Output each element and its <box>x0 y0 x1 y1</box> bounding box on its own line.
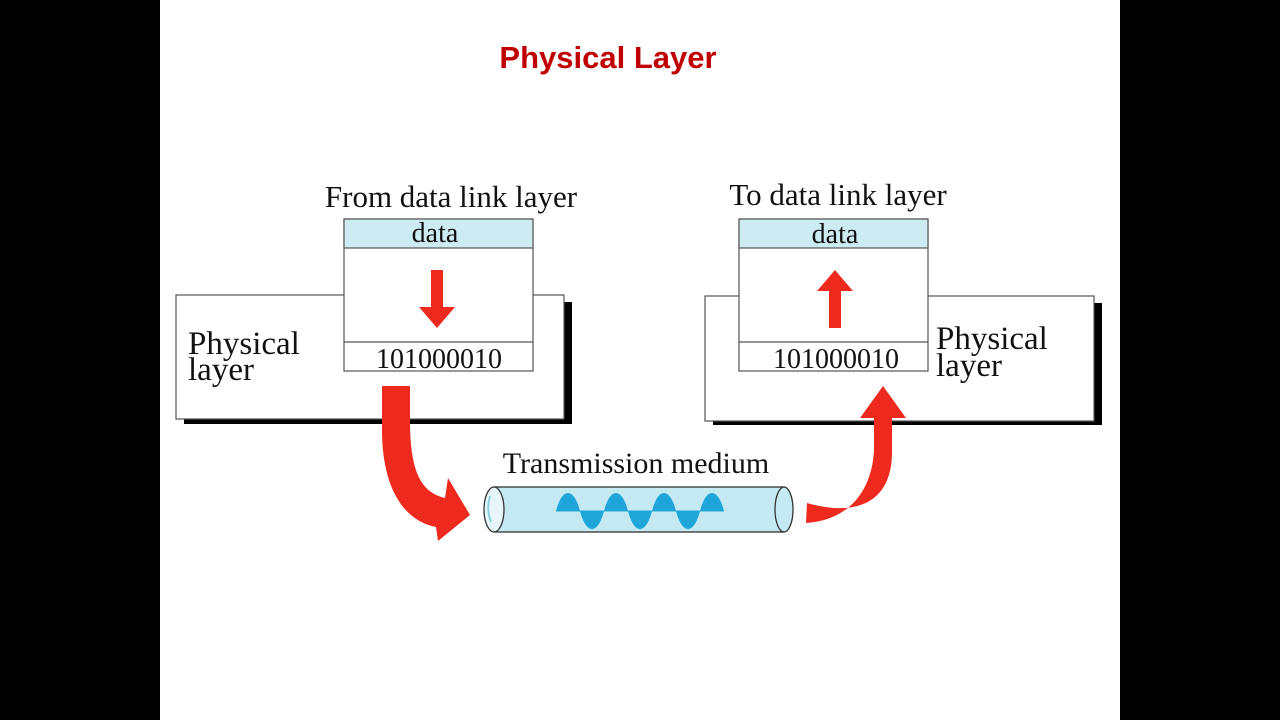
sender-layer-label-line2: layer <box>188 352 254 388</box>
sender-layer-label-line1: Physical <box>188 326 300 362</box>
curved-arrow-up-icon <box>806 386 906 523</box>
medium-group: Transmission medium <box>483 447 794 533</box>
sender-group: From data link layer data 101000010 Phys… <box>175 179 578 424</box>
osi-physical-layer-diagram: From data link layer data 101000010 Phys… <box>175 177 1102 541</box>
slide-title: Physical Layer <box>499 40 717 75</box>
receiver-layer-label-line2: layer <box>936 348 1002 384</box>
sender-heading: From data link layer <box>325 179 578 214</box>
receiver-group: To data link layer data 101000010 Physic… <box>704 177 1102 425</box>
receiver-data-cell <box>738 218 929 249</box>
receiver-layer-label-line1: Physical <box>936 321 1048 357</box>
medium-label: Transmission medium <box>503 447 769 480</box>
sender-data-label: data <box>412 218 459 249</box>
receiver-heading: To data link layer <box>729 177 947 212</box>
down-arrow-icon <box>419 270 455 328</box>
receiver-bits: 101000010 <box>773 344 899 375</box>
sender-bits: 101000010 <box>376 344 502 375</box>
up-arrow-icon <box>817 270 853 328</box>
sender-data-cell <box>343 218 534 249</box>
receiver-data-label: data <box>812 219 859 250</box>
curved-arrow-down-icon <box>382 386 470 541</box>
slide: Physical Layer From data link layer data… <box>160 0 1120 720</box>
